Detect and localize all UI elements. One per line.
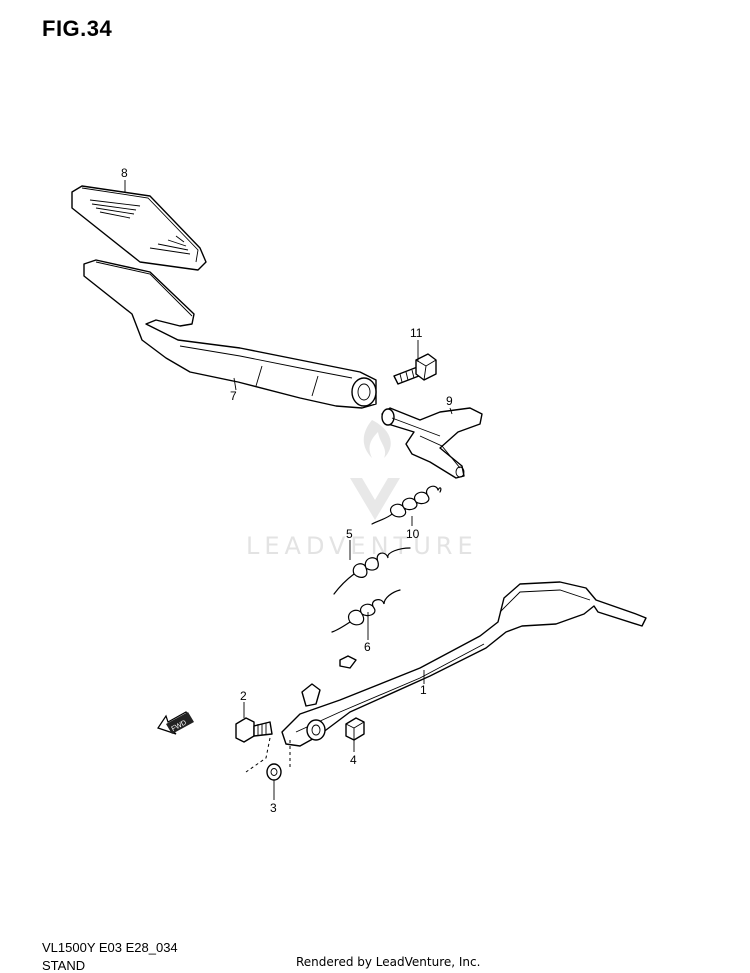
part-1-side-stand[interactable] <box>281 581 647 747</box>
part-9-bracket[interactable] <box>381 407 483 479</box>
callout-7: 7 <box>230 389 237 403</box>
callout-2: 2 <box>240 689 247 703</box>
part-3-washer[interactable] <box>266 763 282 781</box>
alignment-line <box>245 737 271 773</box>
callout-10: 10 <box>406 527 420 541</box>
callout-9: 9 <box>446 394 453 408</box>
callout-3: 3 <box>270 801 277 815</box>
part-8-pedal-rubber[interactable] <box>71 185 207 271</box>
part-10-spring[interactable] <box>371 485 442 525</box>
section-name: STAND <box>42 958 86 973</box>
callout-8: 8 <box>121 166 128 180</box>
callout-4: 4 <box>350 753 357 767</box>
leadventure-watermark: LEADVENTURE <box>246 420 478 560</box>
part-2-stand-bolt[interactable] <box>235 717 273 743</box>
callout-1: 1 <box>420 683 427 697</box>
leader-lines <box>124 180 453 800</box>
part-7-brake-pedal[interactable] <box>83 259 377 409</box>
part-4-nut[interactable] <box>345 717 365 741</box>
fwd-arrow-icon: FWD <box>157 711 194 735</box>
figure-title: FIG.34 <box>42 16 113 41</box>
part-5-spring[interactable] <box>333 547 411 595</box>
part-6-spring[interactable] <box>331 589 401 633</box>
callout-11: 11 <box>410 326 423 340</box>
callout-6: 6 <box>364 640 371 654</box>
part-11-bolt[interactable] <box>393 353 437 385</box>
render-credit: Rendered by LeadVenture, Inc. <box>296 955 481 969</box>
model-code: VL1500Y E03 E28_034 <box>42 940 178 955</box>
watermark-text: LEADVENTURE <box>246 532 478 560</box>
callout-5: 5 <box>346 527 353 541</box>
